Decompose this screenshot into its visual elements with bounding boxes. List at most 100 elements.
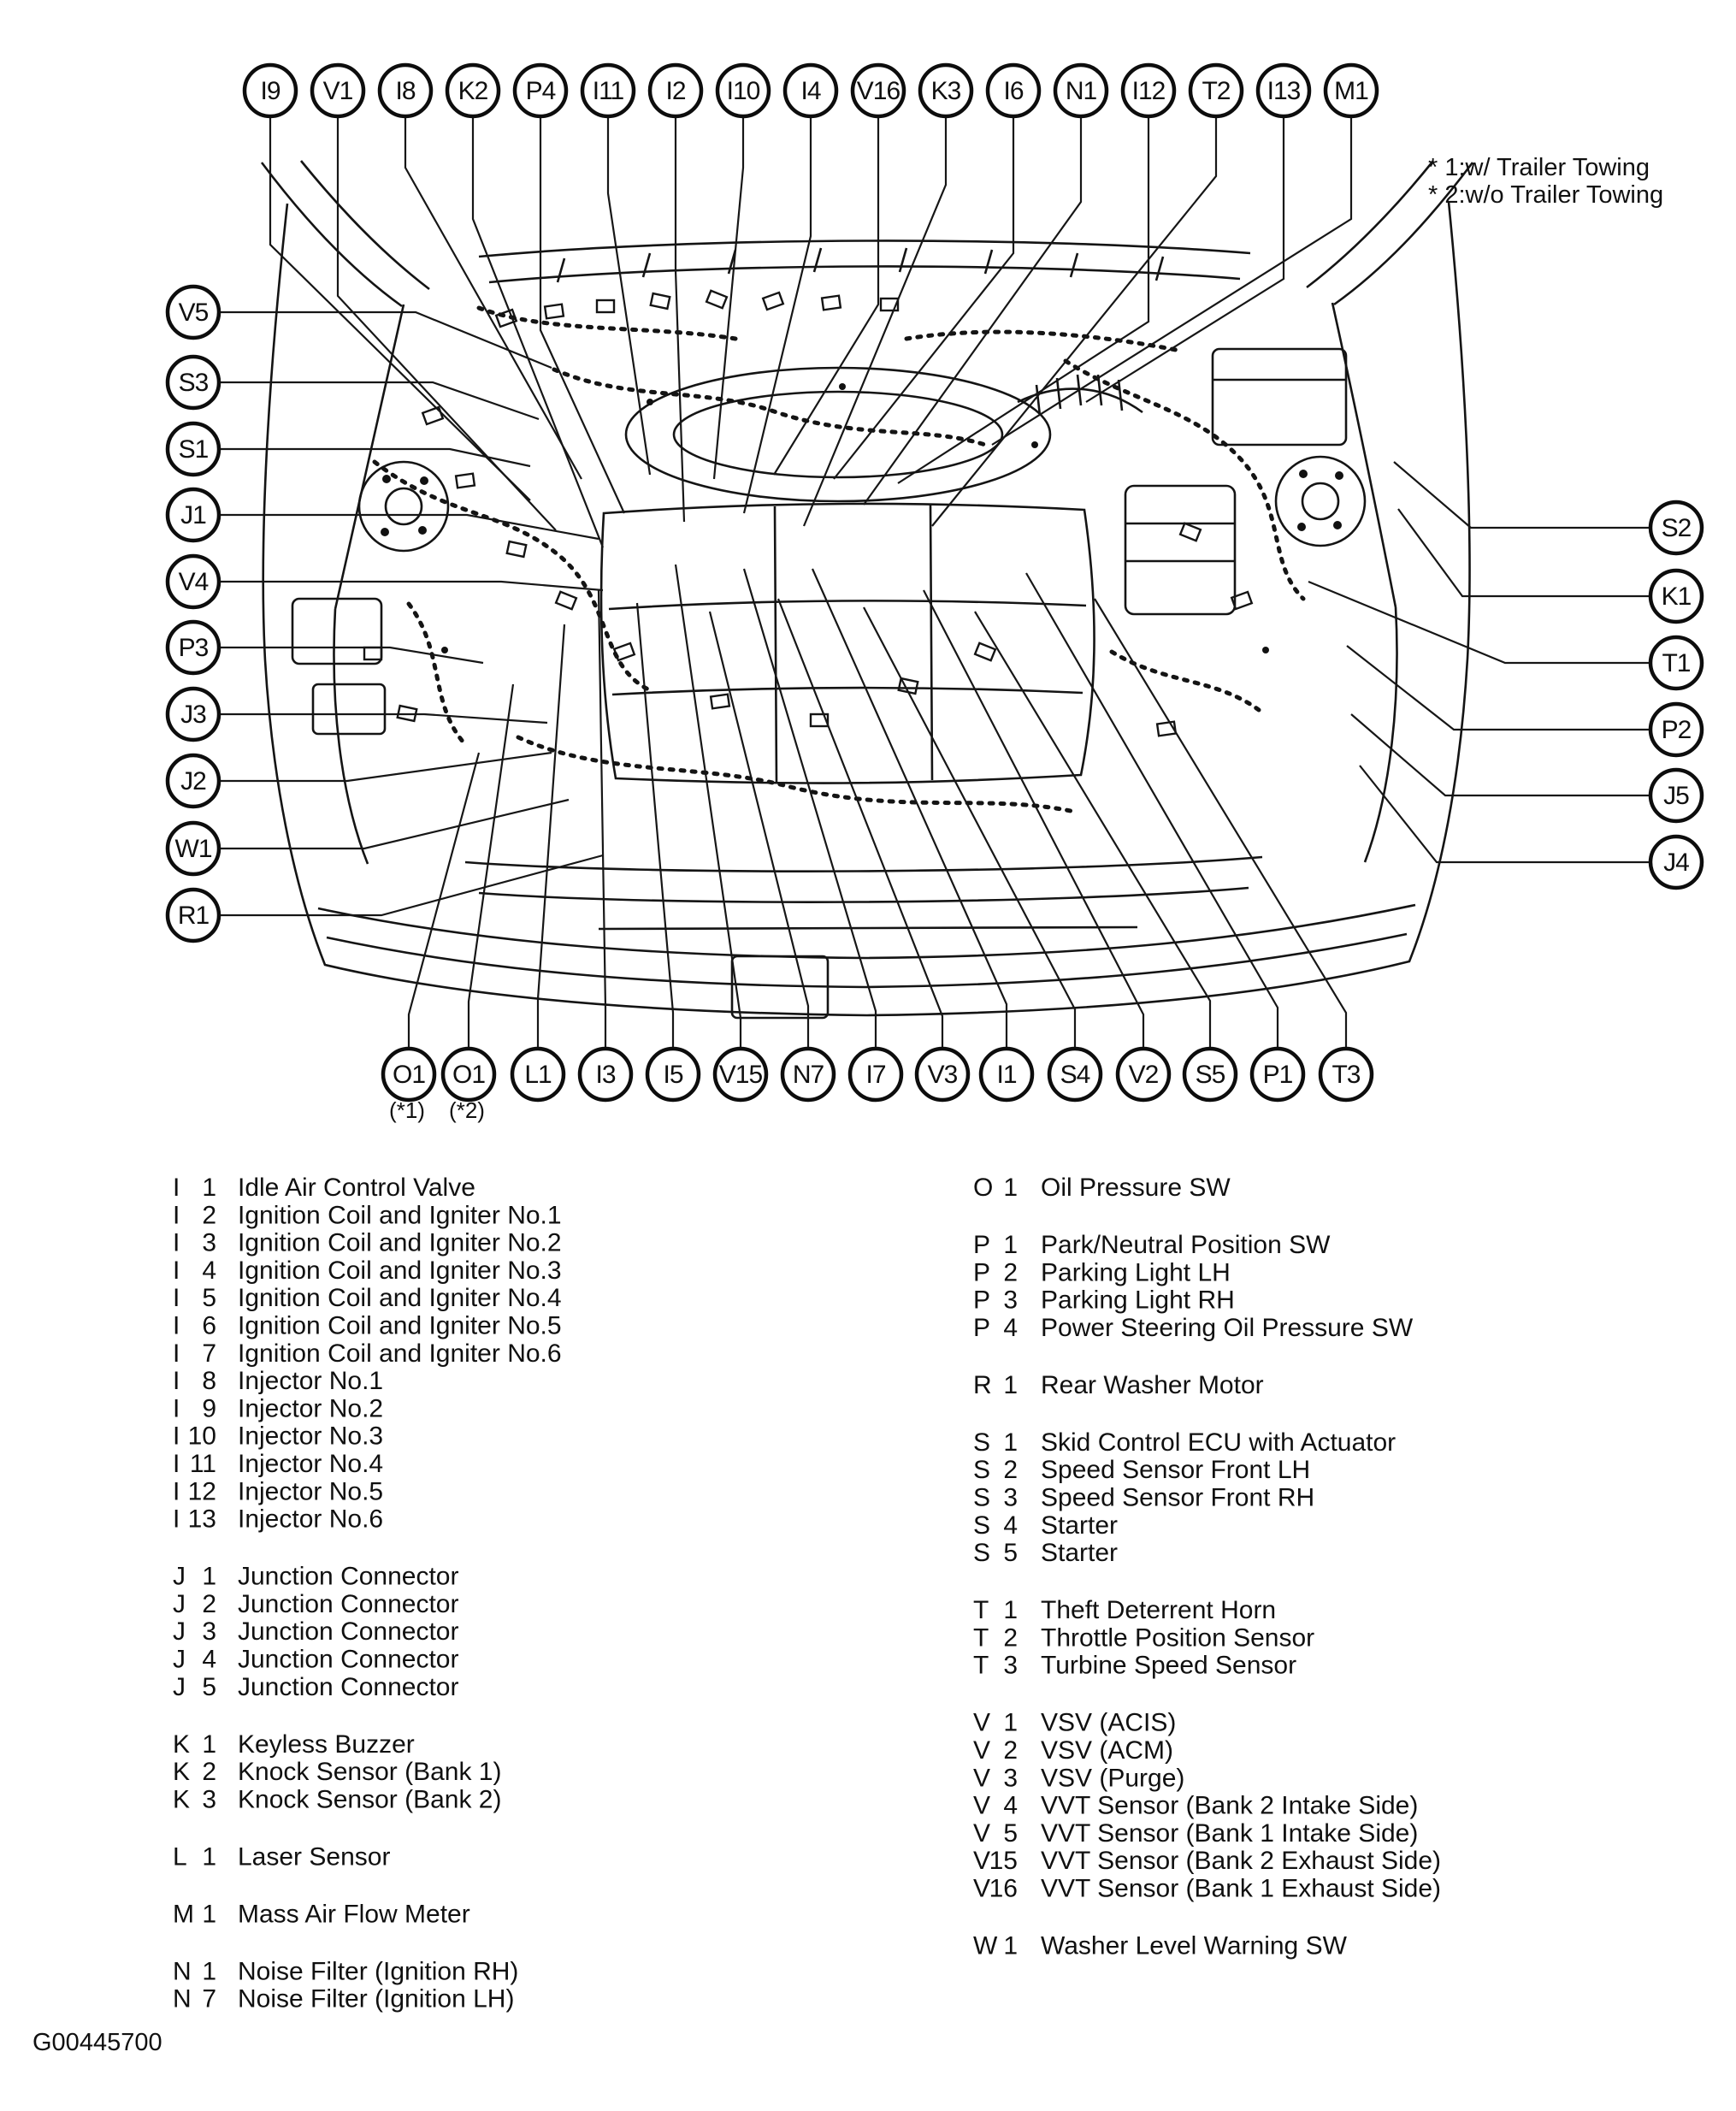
callout-label: P2 xyxy=(1662,716,1692,744)
callout-I12: I12 xyxy=(1120,62,1177,119)
callout-V15-6: V15 xyxy=(712,1046,769,1103)
callout-label: I2 xyxy=(665,77,685,105)
callout-label: P3 xyxy=(179,634,209,662)
callout-J5: J5 xyxy=(1648,767,1704,824)
callout-label: N1 xyxy=(1066,77,1097,105)
callout-P3: P3 xyxy=(165,619,221,676)
figure-id: G00445700 xyxy=(32,2029,162,2056)
callout-label: V1 xyxy=(323,77,353,105)
callout-label: P4 xyxy=(526,77,556,105)
callout-O1-2: O1(*2) xyxy=(440,1046,497,1123)
callout-label: I1 xyxy=(996,1061,1016,1089)
callout-label: K3 xyxy=(931,77,961,105)
callout-I8: I8 xyxy=(377,62,434,119)
callout-label: P1 xyxy=(1263,1061,1293,1089)
callout-P2: P2 xyxy=(1648,701,1704,758)
leader-lines xyxy=(219,116,1650,1049)
callout-label: J4 xyxy=(1663,849,1689,877)
callout-label: V4 xyxy=(179,568,209,596)
callout-V4: V4 xyxy=(165,553,221,610)
callout-L1-3: L1 xyxy=(510,1046,566,1103)
callout-label: J5 xyxy=(1663,782,1689,810)
engine-bay-illustration xyxy=(260,160,1474,1020)
callout-footnote: (*1) xyxy=(389,1097,425,1123)
callout-label: I7 xyxy=(865,1061,885,1089)
callout-I5-5: I5 xyxy=(645,1046,701,1103)
callout-label: I5 xyxy=(663,1061,682,1089)
callout-label: I11 xyxy=(593,77,624,105)
callout-label: V3 xyxy=(928,1061,958,1089)
callout-K2: K2 xyxy=(445,62,501,119)
callout-S5-13: S5 xyxy=(1182,1046,1238,1103)
callout-N1: N1 xyxy=(1053,62,1109,119)
callout-label: M1 xyxy=(1334,77,1368,105)
callout-label: V16 xyxy=(857,77,900,105)
callout-S2: S2 xyxy=(1648,500,1704,556)
trailer-towing-note-2: * 2:w/o Trailer Towing xyxy=(1428,181,1663,209)
callout-label: L1 xyxy=(524,1061,552,1089)
callout-label: R1 xyxy=(178,902,210,930)
callout-I2: I2 xyxy=(647,62,704,119)
callout-label: S5 xyxy=(1196,1061,1225,1089)
callout-V3-9: V3 xyxy=(914,1046,971,1103)
callout-label: V2 xyxy=(1129,1061,1159,1089)
callout-S4-11: S4 xyxy=(1047,1046,1103,1103)
callout-label: I3 xyxy=(595,1061,615,1089)
callout-P1-14: P1 xyxy=(1249,1046,1306,1103)
callout-J1: J1 xyxy=(165,487,221,543)
callout-S1: S1 xyxy=(165,421,221,477)
callout-J2: J2 xyxy=(165,753,221,809)
callout-I9: I9 xyxy=(242,62,298,119)
callout-label: S4 xyxy=(1060,1061,1090,1089)
callout-I13: I13 xyxy=(1255,62,1312,119)
callout-label: J1 xyxy=(180,501,206,529)
callout-V1: V1 xyxy=(310,62,366,119)
callout-label: I4 xyxy=(800,77,820,105)
callout-I7-8: I7 xyxy=(847,1046,904,1103)
callout-label: J3 xyxy=(180,701,206,729)
callout-K1: K1 xyxy=(1648,568,1704,624)
callout-label: T1 xyxy=(1662,649,1690,677)
callout-S3: S3 xyxy=(165,354,221,411)
callout-P4: P4 xyxy=(512,62,569,119)
callout-I11: I11 xyxy=(580,62,636,119)
callout-I10: I10 xyxy=(715,62,771,119)
callout-W1: W1 xyxy=(165,820,221,877)
callout-M1: M1 xyxy=(1323,62,1379,119)
